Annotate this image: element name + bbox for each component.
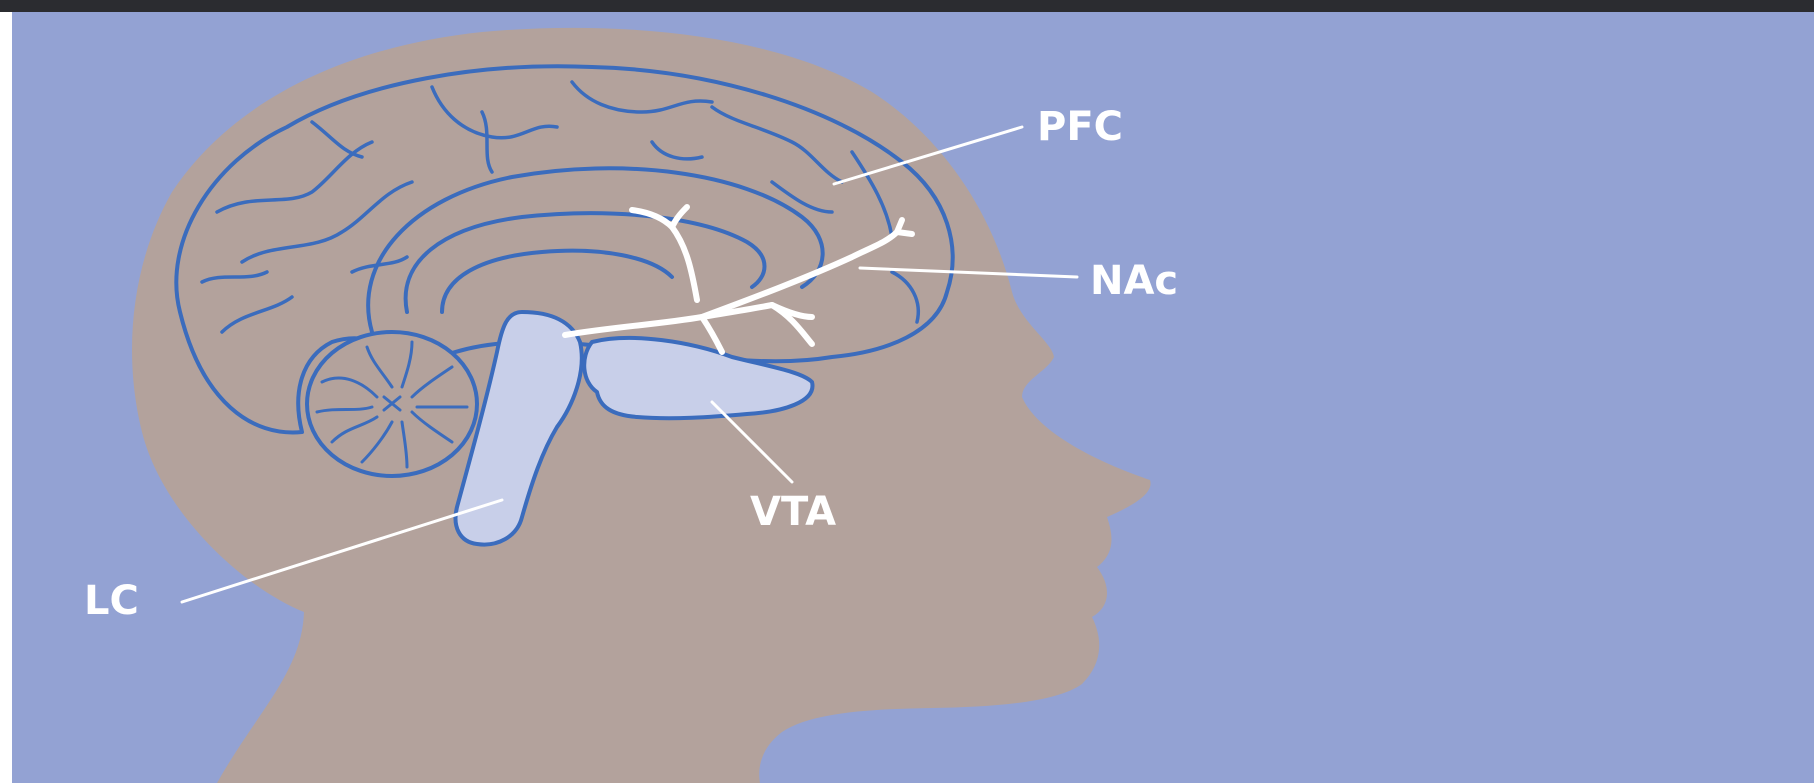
label-pfc: PFC [1037, 104, 1123, 150]
brain-diagram: PFC NAc VTA LC [12, 12, 1814, 783]
window-top-bar [0, 0, 1814, 12]
left-border [0, 12, 12, 783]
brain-diagram-svg: PFC NAc VTA LC [12, 12, 1814, 783]
cerebellum [307, 332, 477, 476]
label-vta: VTA [750, 489, 836, 535]
label-nac: NAc [1090, 258, 1178, 304]
label-lc: LC [84, 578, 139, 624]
